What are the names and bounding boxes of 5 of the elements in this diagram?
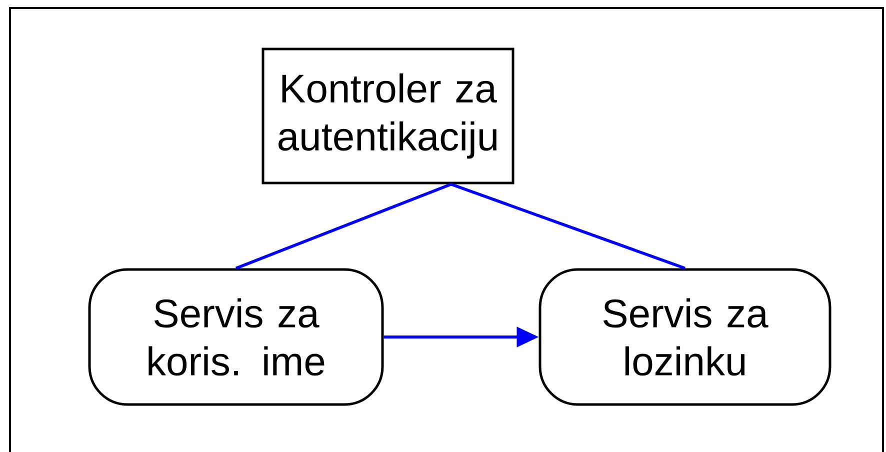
connector-line <box>450 182 686 270</box>
process-box: Kontroler za autentikaciju <box>262 48 514 184</box>
rounded-box: Servis za koris. ime <box>88 268 384 406</box>
rounded-box: Servis za lozinku <box>538 268 832 406</box>
connector-line <box>235 182 452 270</box>
